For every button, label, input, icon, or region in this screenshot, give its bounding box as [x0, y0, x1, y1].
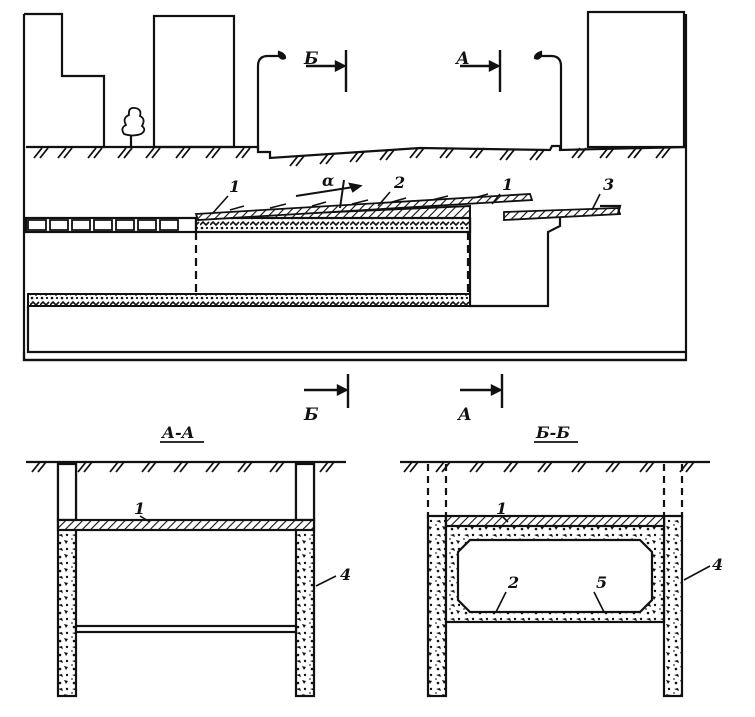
prefab-block-row	[24, 216, 198, 234]
label-a-top: А	[454, 49, 470, 69]
tunnel-outline	[194, 232, 470, 298]
title-section-bb: Б-Б	[535, 423, 570, 442]
bb-box-inner	[456, 538, 654, 614]
aa-roof-slab	[56, 518, 316, 532]
bb-wall-left	[426, 514, 448, 698]
section-bb	[400, 460, 710, 698]
elevation-view	[22, 10, 688, 362]
title-section-aa: А-А	[161, 423, 195, 442]
section-markers	[304, 50, 504, 408]
label-alpha: α	[322, 171, 334, 190]
thrust-direction-arrow	[295, 179, 363, 209]
roof-slab	[194, 204, 472, 234]
label-1-a: 1	[229, 177, 240, 196]
label-3: 3	[603, 175, 614, 194]
building-right	[586, 10, 686, 149]
ground-hatch	[33, 147, 671, 167]
building-center	[152, 14, 236, 149]
jacking-pit	[468, 218, 562, 308]
jack-rig-item-3	[503, 204, 622, 221]
ground-surface	[26, 144, 687, 160]
street-lamp-right-icon	[533, 50, 563, 150]
lower-boundary	[26, 306, 686, 354]
bb-roof-slab	[444, 514, 666, 528]
tree-icon	[121, 106, 146, 146]
section-frame-bottom	[22, 352, 686, 362]
inclined-slab-item-1	[194, 193, 534, 221]
bb-label-5: 5	[596, 573, 607, 592]
street-lamp-left-icon	[256, 50, 287, 150]
bb-wall-right	[662, 514, 684, 698]
building-left	[24, 12, 106, 146]
labels: 1 α 2 1 3 Б А Б А А-А Б-Б 1 4 1 2 5 4	[134, 49, 723, 592]
bb-label-2: 2	[507, 573, 519, 592]
section-aa	[26, 460, 346, 698]
label-2-elev: 2	[393, 173, 405, 192]
aa-label-4: 4	[340, 565, 351, 584]
bb-label-4: 4	[712, 555, 723, 574]
bb-label-1: 1	[496, 499, 507, 518]
leader-lines	[139, 191, 711, 613]
label-1-b: 1	[502, 175, 513, 194]
aa-label-1: 1	[134, 499, 145, 518]
tunnel-outline-box	[30, 232, 470, 298]
aa-strut	[74, 624, 298, 634]
label-b-top: Б	[303, 49, 319, 69]
label-b-bottom: Б	[303, 405, 319, 425]
bottom-slab	[27, 293, 471, 307]
label-a-bottom: А	[456, 405, 472, 425]
